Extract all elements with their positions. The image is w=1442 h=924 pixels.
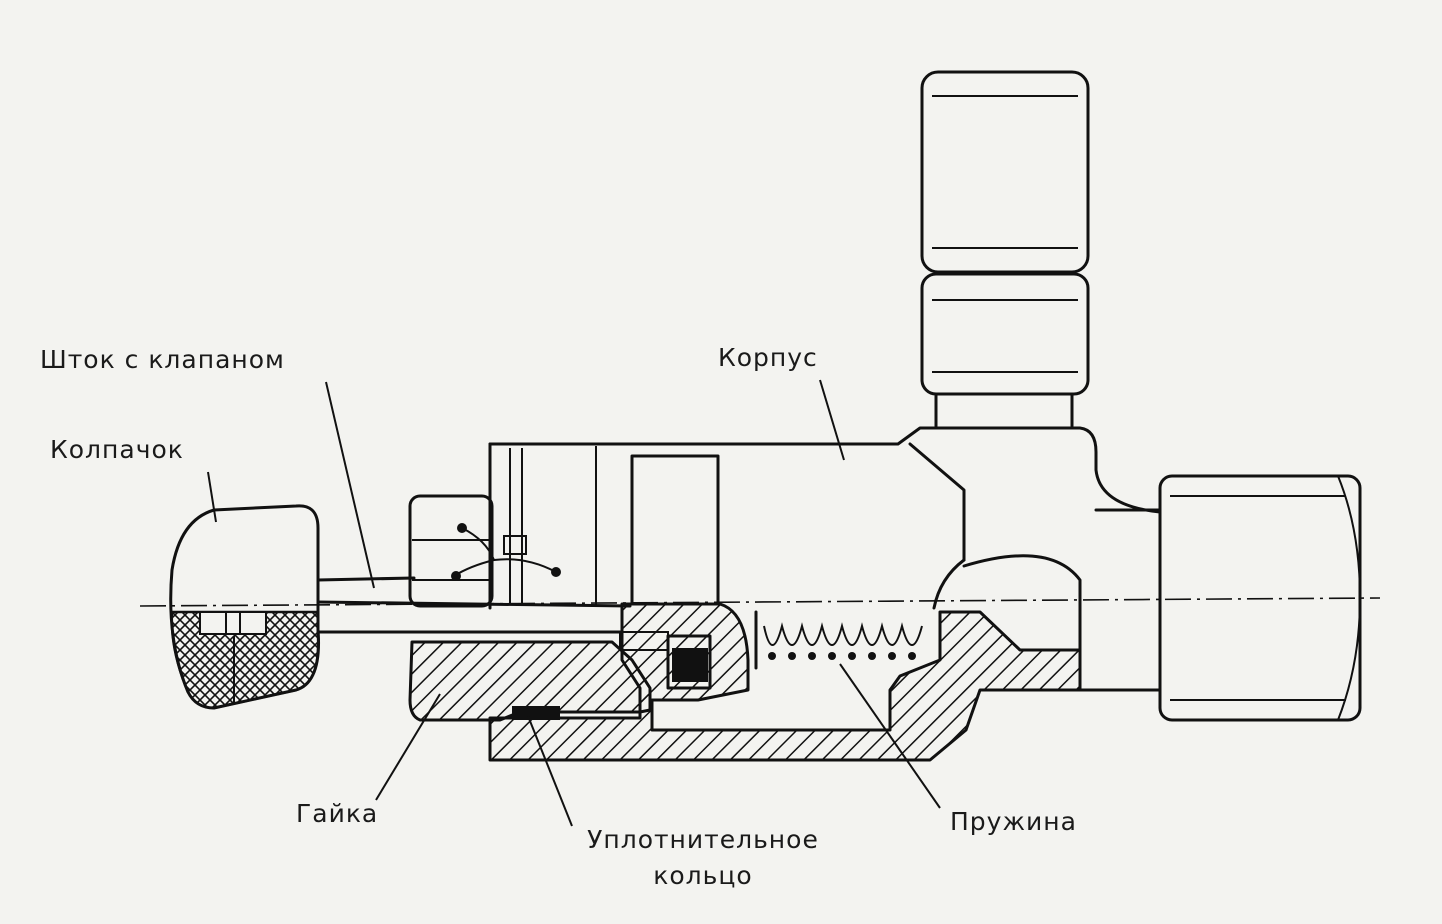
seal-leader-line (527, 715, 573, 827)
spring-leader-line (839, 663, 941, 809)
center-axis-line (139, 597, 1381, 607)
spring-label: Пружина (950, 807, 1077, 836)
stem-leader-line (325, 381, 375, 589)
body-label: Корпус (718, 343, 818, 372)
nut-leader-line (375, 693, 441, 801)
valve-stem (316, 523, 632, 634)
top-fitting (920, 70, 1090, 428)
nut-section (408, 494, 652, 722)
spring (754, 610, 923, 670)
seal-label-line1: Уплотнительное (587, 825, 819, 854)
cap (169, 504, 321, 710)
nut-label: Гайка (296, 799, 379, 828)
cap-label: Колпачок (50, 435, 184, 464)
seal-label-line2: кольцо (653, 861, 753, 890)
seal-ring (512, 631, 712, 720)
body-leader-line (819, 379, 845, 461)
cap-leader-line (207, 471, 217, 523)
right-hex-fitting (1158, 474, 1362, 722)
stem-label: Шток с клапаном (40, 345, 285, 374)
valve-body (488, 426, 1162, 762)
